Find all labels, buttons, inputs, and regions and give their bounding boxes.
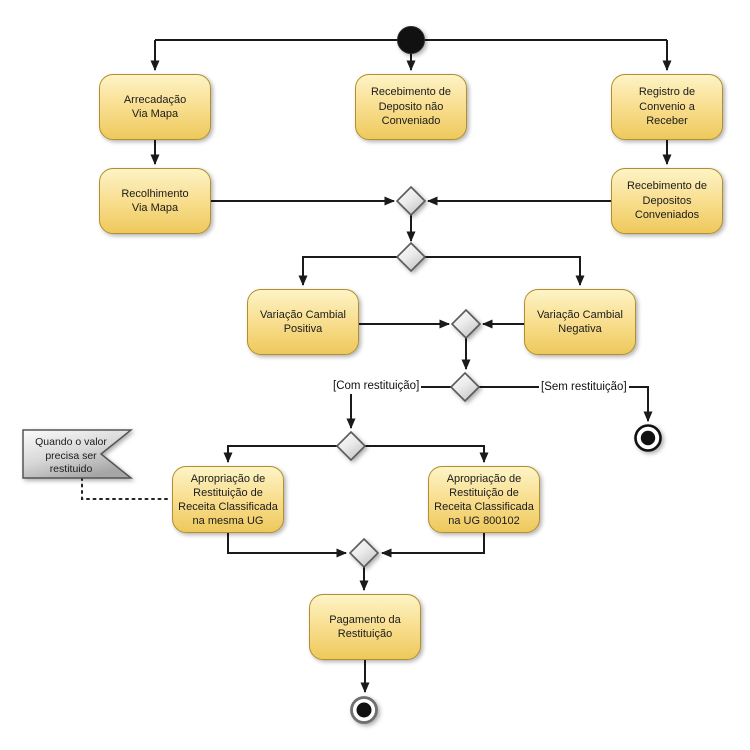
activity-apropriacao-restituicao-mesma-ug: Apropriação de Restituição de Receita Cl… [172, 466, 284, 533]
guard-label-sem-restituicao: [Sem restituição] [539, 380, 629, 395]
note-text: Quando o valor precisa ser restituido [35, 436, 107, 475]
guard-label-com-restituicao: [Com restituição] [331, 379, 422, 394]
edge-decision1-to-negativa [425, 256, 585, 286]
merge-diamond-variacao-cambial [450, 308, 482, 340]
activity-recebimento-depositos-conveniados: Recebimento de Depositos Conveniados [611, 168, 723, 234]
edge-split-to-mesma-ug [223, 445, 337, 463]
end-node-sem-restituicao [634, 424, 662, 452]
activity-arrecadacao-via-mapa: Arrecadação Via Mapa [99, 74, 211, 140]
edge-ug-800102-to-merge3 [381, 533, 485, 558]
note-banner [22, 429, 134, 479]
decision-diamond-apropriacao [335, 430, 367, 462]
activity-variacao-cambial-positiva: Variação Cambial Positiva [247, 289, 359, 355]
connectors [150, 39, 672, 693]
edge-decision1-to-positiva [298, 256, 397, 286]
edge-mesma-ug-to-merge3 [227, 533, 347, 558]
decision-diamond-variacao-cambial [395, 241, 427, 273]
activity-pagamento-da-restituicao: Pagamento da Restituição [309, 594, 421, 660]
merge-diamond-apropriacao [348, 537, 380, 569]
edge-split-to-ug-800102 [365, 445, 489, 463]
activity-recolhimento-via-mapa: Recolhimento Via Mapa [99, 168, 211, 234]
merge-diamond-recolhimento-depositos [395, 185, 427, 217]
start-node [397, 26, 425, 54]
edge-sem-restituicao [479, 386, 653, 422]
decision-diamond-restituicao [449, 371, 481, 403]
activity-registro-convenio-a-receber: Registro de Convenio a Receber [611, 74, 723, 140]
note-anchor-dotted-line [81, 477, 171, 500]
activity-recebimento-deposito-nao-conveniado: Recebimento de Deposito não Conveniado [355, 74, 467, 140]
end-node-final [350, 696, 378, 724]
activity-variacao-cambial-negativa: Variação Cambial Negativa [524, 289, 636, 355]
activity-apropriacao-restituicao-ug-800102: Apropriação de Restituição de Receita Cl… [428, 466, 540, 533]
